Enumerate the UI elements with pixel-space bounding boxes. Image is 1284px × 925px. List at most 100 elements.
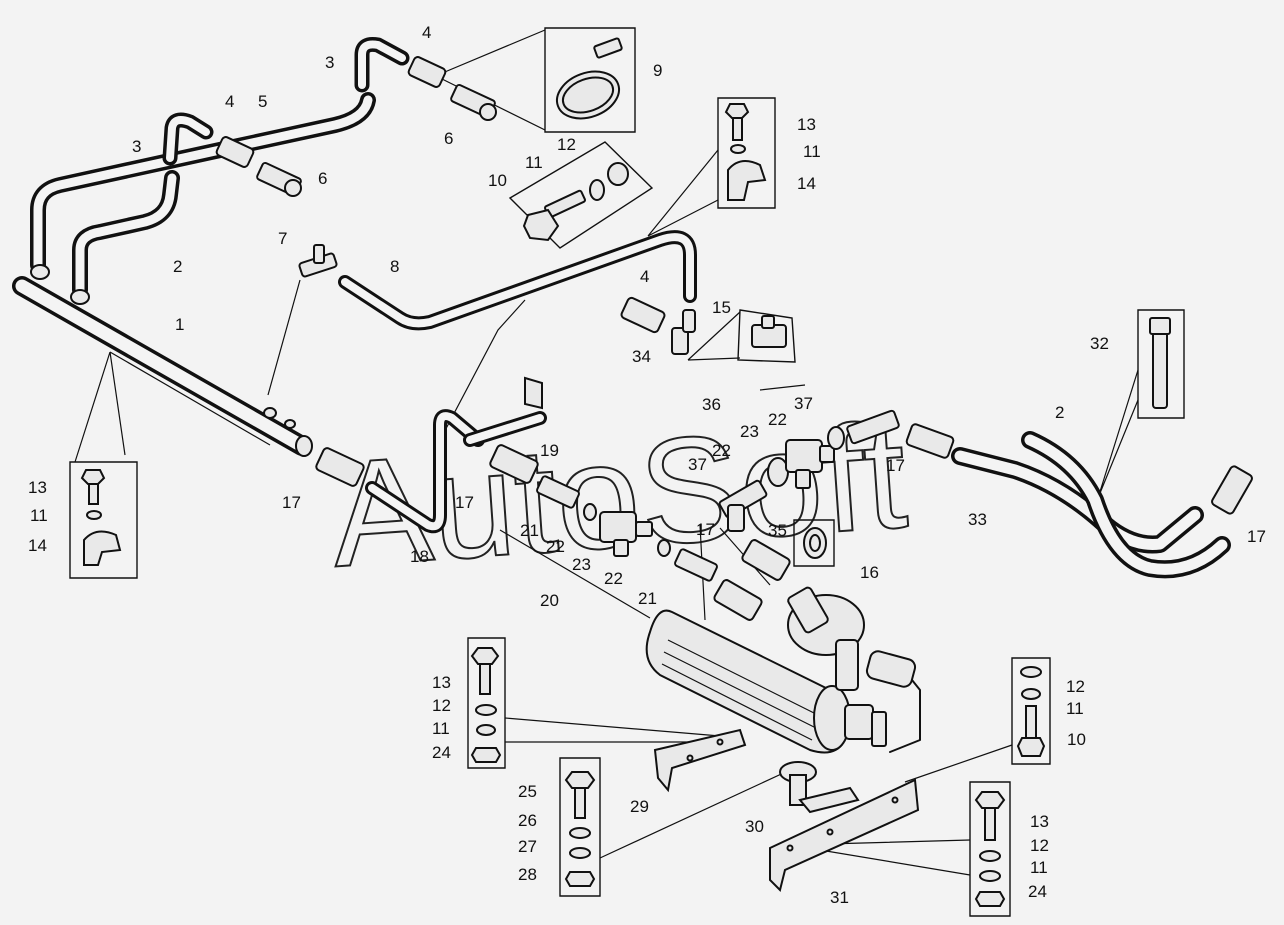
callout-24-1: 24 (432, 743, 451, 762)
ring-35 (803, 527, 827, 559)
callout-labels: 1223344456678910101111111111111212121213… (28, 23, 1266, 907)
callout-36-1: 36 (702, 395, 721, 414)
detail-box-bolt-10-12-right (1011, 657, 1051, 765)
washer-11 (589, 179, 605, 201)
callout-14-1: 14 (797, 174, 816, 193)
elbow-37-upper (846, 409, 900, 445)
coupling-4-left (215, 136, 255, 168)
callout-21-2: 21 (638, 589, 657, 608)
ring-22-left2 (657, 539, 671, 557)
fitting-21-left2 (674, 548, 718, 582)
callout-2-1: 2 (173, 257, 182, 276)
detail-box-bolt-25-28 (559, 757, 601, 897)
callout-9-1: 9 (653, 61, 662, 80)
bracket-14-top (727, 160, 767, 201)
callout-12-3: 12 (1066, 677, 1085, 696)
tee-7 (298, 244, 338, 278)
callout-13-4: 13 (1030, 812, 1049, 831)
callout-12-1: 12 (557, 135, 576, 154)
callout-17-4: 17 (886, 456, 905, 475)
fastener-stack-left (470, 647, 502, 763)
callout-35-1: 35 (768, 521, 787, 540)
exhaust-30 (779, 761, 860, 814)
pipe-1 (12, 264, 313, 457)
callout-11-6: 11 (1030, 858, 1048, 877)
callout-4-1: 4 (422, 23, 431, 42)
bracket-19 (524, 376, 543, 410)
callout-5-1: 5 (258, 92, 267, 111)
callout-18-1: 18 (410, 547, 429, 566)
elbow-34 (671, 309, 696, 355)
callout-22-2: 22 (604, 569, 623, 588)
callout-1-1: 1 (175, 315, 184, 334)
callout-12-4: 12 (1030, 836, 1049, 855)
callout-23-2: 23 (740, 422, 759, 441)
callout-11-5: 11 (1066, 699, 1084, 718)
hose-8 (338, 230, 697, 331)
callout-24-2: 24 (1028, 882, 1047, 901)
bolt-10 (522, 189, 587, 242)
coupling-17-bottom (713, 579, 763, 621)
detail-box-tie-32 (1137, 309, 1185, 419)
elbow-37-lower (718, 479, 768, 532)
bracket-29 (653, 728, 747, 793)
callout-4-2: 4 (225, 92, 234, 111)
fastener-stack-25-28 (564, 771, 596, 887)
hose-18 (365, 409, 485, 534)
callout-28-1: 28 (518, 865, 537, 884)
callout-23-1: 23 (572, 555, 591, 574)
valve-23-left (599, 511, 653, 557)
callout-22-3: 22 (712, 441, 731, 460)
callout-22-1: 22 (546, 537, 565, 556)
callout-29-1: 29 (630, 797, 649, 816)
detail-box-bolt-13-24-right (969, 781, 1011, 917)
bolt-13-top (724, 103, 750, 141)
callout-6-2: 6 (318, 169, 327, 188)
bolt-13-left (80, 469, 106, 505)
coupling-17-far (1211, 465, 1253, 515)
detail-box-left-bracket (69, 461, 138, 579)
callout-20-1: 20 (540, 591, 559, 610)
callout-3-1: 3 (325, 53, 334, 72)
callout-7-1: 7 (278, 229, 287, 248)
callout-27-1: 27 (518, 837, 537, 856)
fastener-stack-right-upper (1016, 666, 1046, 757)
callout-4-3: 4 (640, 267, 649, 286)
washer-11-left (86, 510, 102, 520)
detail-box-fitting-15 (687, 309, 796, 363)
callout-11-3: 11 (30, 506, 48, 525)
bracket-14-left (83, 530, 122, 566)
clamp-9 (556, 37, 623, 120)
callout-22-4: 22 (768, 410, 787, 429)
callout-30-1: 30 (745, 817, 764, 836)
callout-15-1: 15 (712, 298, 731, 317)
cable-tie-32 (1149, 317, 1171, 409)
hose-2-right (1021, 431, 1231, 579)
callout-33-1: 33 (968, 510, 987, 529)
ring-22-right2 (827, 426, 845, 450)
heater-16 (645, 586, 921, 754)
callout-13-3: 13 (432, 673, 451, 692)
callout-10-1: 10 (488, 171, 507, 190)
coupling-17-center (489, 444, 539, 484)
washer-12 (607, 162, 629, 186)
callout-13-1: 13 (797, 115, 816, 134)
hose-19 (463, 411, 547, 447)
callout-37-2: 37 (688, 455, 707, 474)
fastener-stack-right-lower (974, 791, 1006, 907)
hose-5 (30, 92, 376, 273)
ring-22-left (583, 503, 597, 521)
callout-37-1: 37 (794, 394, 813, 413)
callout-11-2: 11 (803, 142, 821, 161)
fitting-6-top (450, 83, 497, 121)
callout-17-5: 17 (1247, 527, 1266, 546)
detail-box-bracket-13-14 (647, 97, 776, 237)
callout-8-1: 8 (390, 257, 399, 276)
callout-12-2: 12 (432, 696, 451, 715)
fitting-15 (751, 315, 787, 348)
callout-3-2: 3 (132, 137, 141, 156)
callout-25-1: 25 (518, 782, 537, 801)
callout-13-2: 13 (28, 478, 47, 497)
callout-10-2: 10 (1067, 730, 1086, 749)
